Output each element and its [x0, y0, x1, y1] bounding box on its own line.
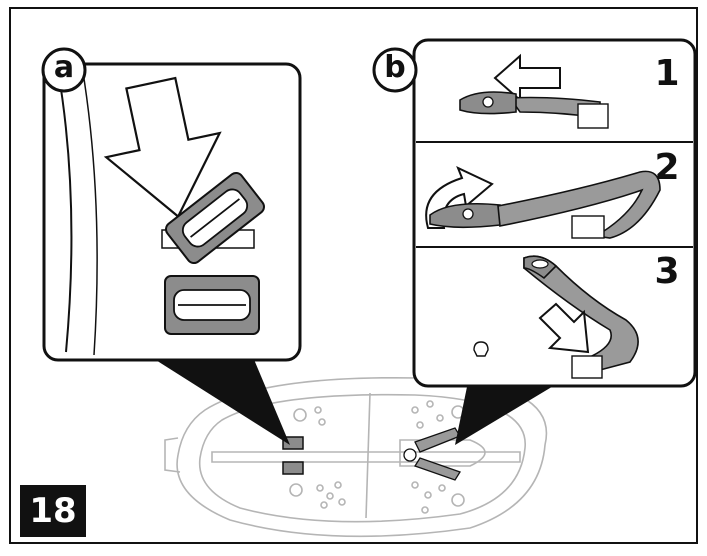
step-1-number: 1 [654, 53, 680, 94]
panel-b-label: b [384, 50, 406, 85]
step-2-illustration [425, 166, 661, 239]
step-3-illustration [473, 255, 639, 379]
seat-buckles [282, 427, 461, 481]
panel-a-label: a [53, 50, 75, 85]
figure-frame [9, 7, 698, 544]
buckle-clip-upper [165, 171, 265, 265]
callout-pointer-b [455, 382, 560, 445]
step-1-illustration [459, 53, 609, 129]
seat-base-top-view [164, 376, 548, 538]
panel-b-badge [372, 47, 418, 93]
step-2-number: 2 [654, 147, 680, 188]
figure-number-badge: 18 [20, 485, 86, 537]
step-3-number: 3 [654, 251, 680, 292]
panel-a [42, 62, 302, 362]
buckle-clip-lower [164, 275, 260, 335]
callout-pointer-a [140, 350, 290, 445]
panel-a-badge [41, 47, 87, 93]
panel-b [412, 38, 697, 388]
down-arrow-icon [103, 76, 222, 219]
down-right-arrow-icon [538, 302, 590, 354]
